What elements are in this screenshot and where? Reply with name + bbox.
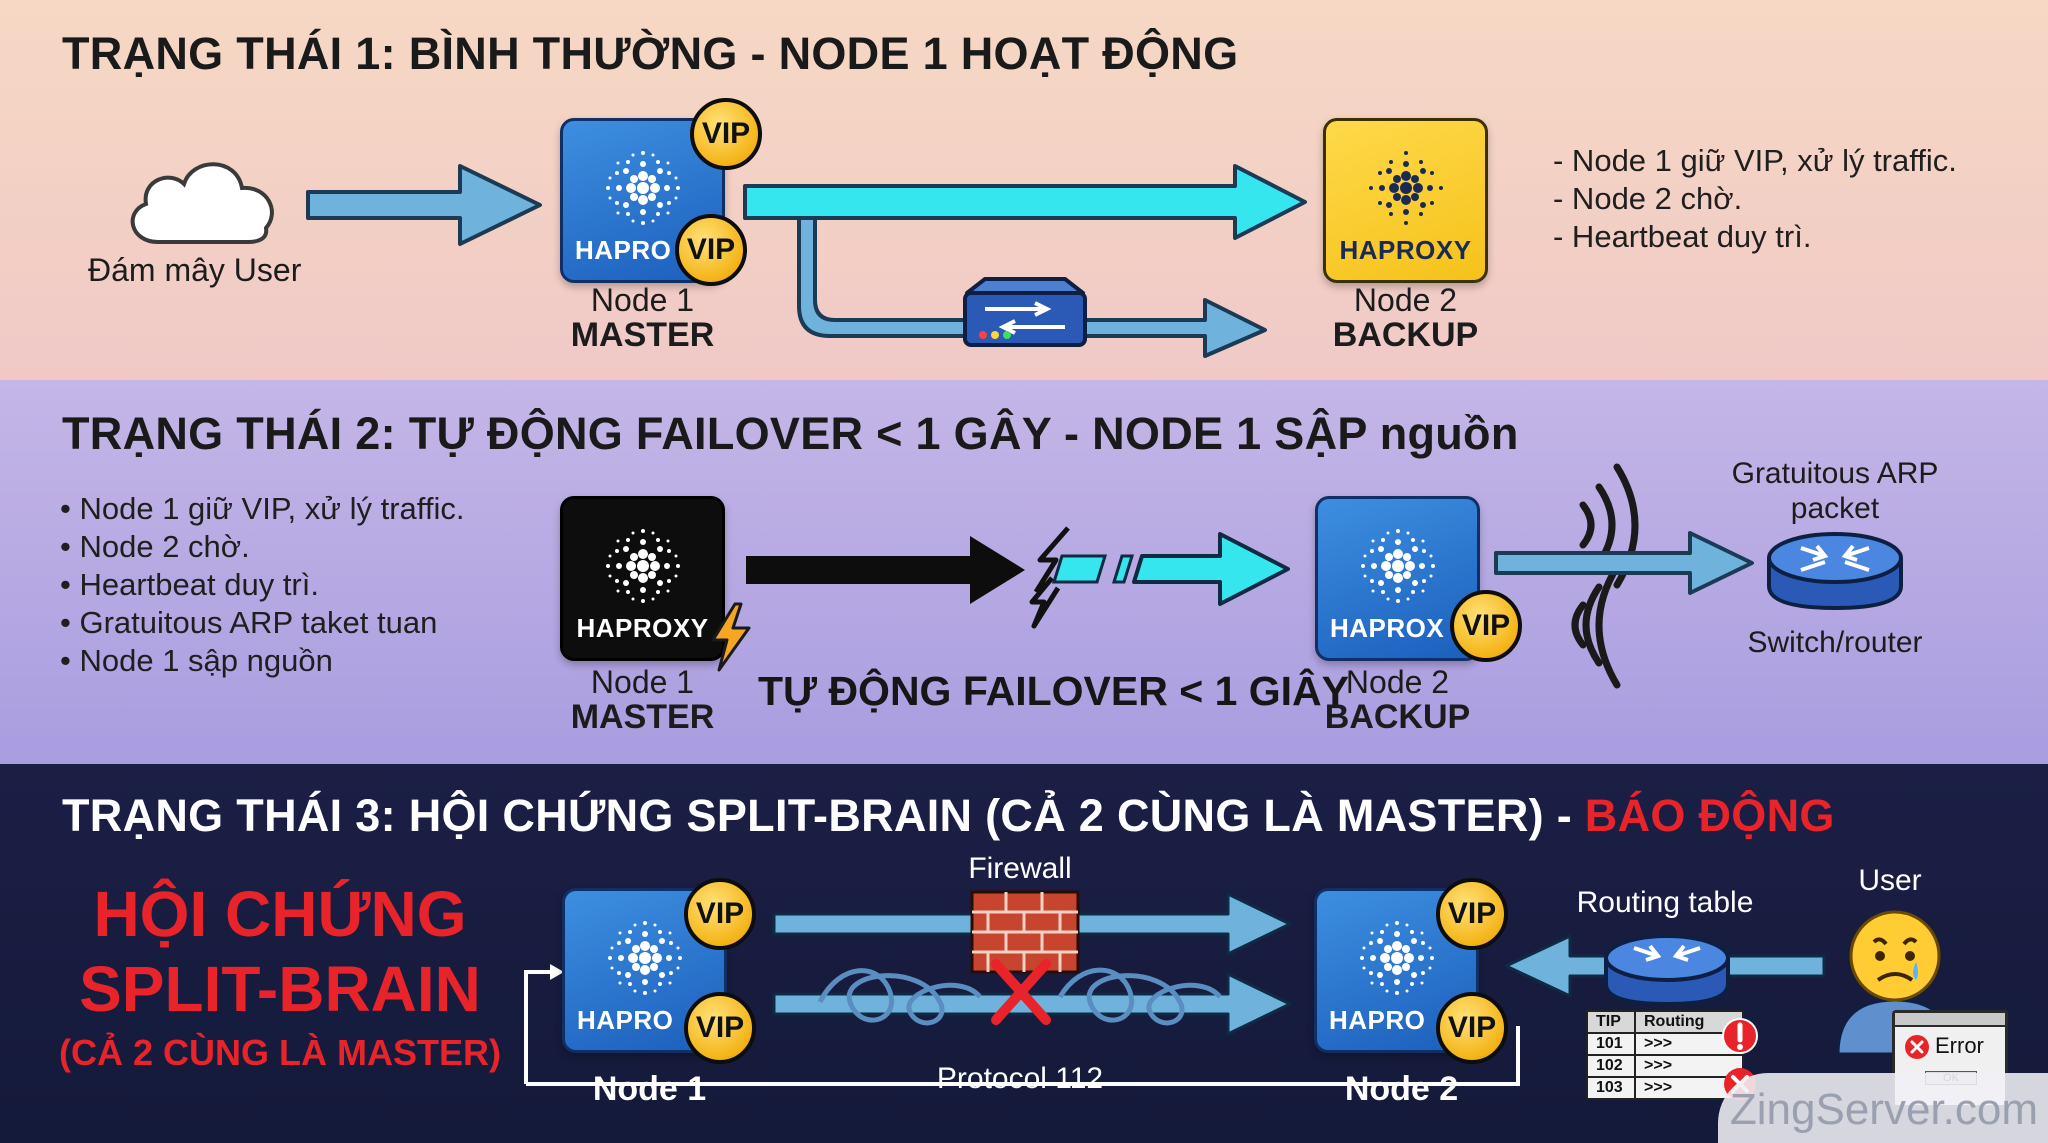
- watermark-text: ZingServer.com: [1729, 1085, 2038, 1134]
- warning-icon: [1722, 1018, 1758, 1054]
- panel-state-3: TRẠNG THÁI 3: HỘI CHỨNG SPLIT-BRAIN (CẢ …: [0, 764, 2048, 1143]
- note-item: - Node 1 giữ VIP, xử lý traffic.: [1553, 143, 1957, 178]
- haproxy-logo-icon: [1353, 521, 1443, 611]
- split-brain-line3: (CẢ 2 CÙNG LÀ MASTER): [59, 1032, 501, 1073]
- lightning-icon: [711, 602, 751, 672]
- bullet-item: • Gratuitous ARP taket tuan: [60, 605, 438, 640]
- node2-haproxy-backup: HAPROXY: [1323, 118, 1488, 283]
- panel1-notes: - Node 1 giữ VIP, xử lý traffic. - Node …: [1553, 142, 1957, 256]
- split-brain-line1: HỘI CHỨNG: [93, 878, 467, 950]
- traffic-arrows: [743, 164, 1307, 358]
- haproxy-logo-icon: [600, 913, 690, 1003]
- haproxy-logo-icon: [1352, 913, 1442, 1003]
- panel3-title-alarm: BÁO ĐỘNG: [1584, 790, 1835, 841]
- haproxy-logo-icon: [598, 521, 688, 611]
- firewall-icon: [970, 890, 1080, 974]
- split-brain-line2: SPLIT-BRAIN: [79, 953, 481, 1025]
- table-header: TIP: [1586, 1010, 1636, 1034]
- node2-name: Node 2: [1345, 664, 1450, 700]
- vip-badge-bottom: VIP: [1436, 992, 1508, 1064]
- vip-badge-top: VIP: [690, 98, 762, 170]
- vip-badge-bottom: VIP: [684, 992, 756, 1064]
- table-cell: 101: [1586, 1032, 1636, 1056]
- node1-role: MASTER: [570, 316, 715, 354]
- arp-packet-label: Gratuitous ARP packet: [1731, 457, 1939, 525]
- switch-router-label: Switch/router: [1747, 626, 1923, 659]
- error-title: Error: [1935, 1033, 1984, 1058]
- panel2-title: TRẠNG THÁI 2: TỰ ĐỘNG FAILOVER < 1 GÂY -…: [62, 408, 1519, 459]
- switch-device-icon: [963, 277, 1087, 347]
- routing-table: TIP Routing 101 >>> 102 >>> 103 >>>: [1586, 1010, 1744, 1100]
- haproxy-logo-icon: [598, 143, 688, 233]
- table-cell: 102: [1586, 1054, 1636, 1078]
- routing-table-label: Routing table: [1576, 886, 1754, 919]
- vip-badge: VIP: [1450, 590, 1522, 662]
- node2-logo-text: HAPROXY: [1339, 235, 1472, 265]
- node1-haproxy-down: HAPROXY: [560, 496, 725, 661]
- node2-logo-text: HAPROX: [1330, 613, 1445, 643]
- node2-logo-text: HAPRO: [1329, 1005, 1426, 1035]
- node1-master: HAPRO: [562, 888, 727, 1053]
- node1-logo-text: HAPRO: [577, 1005, 674, 1035]
- loop-connector: [524, 964, 1520, 1086]
- broken-heartbeat-arrow: [746, 526, 1290, 629]
- protocol-label: Protocol 112: [936, 1062, 1104, 1095]
- table-cell: 103: [1586, 1076, 1636, 1100]
- node1-logo-text: HAPRO: [575, 235, 672, 265]
- haproxy-logo-icon: [1361, 143, 1451, 233]
- arrow-node2-to-switch: [1494, 531, 1754, 595]
- bullet-item: • Node 2 chờ.: [60, 529, 250, 564]
- cloud-icon: [130, 162, 274, 244]
- cloud-label: Đám mây User: [88, 252, 302, 288]
- table-row: 102 >>>: [1586, 1054, 1744, 1078]
- vip-badge-top: VIP: [1436, 878, 1508, 950]
- node2-name: Node 2: [1344, 1070, 1459, 1108]
- panel-state-2: TRẠNG THÁI 2: TỰ ĐỘNG FAILOVER < 1 GÂY -…: [0, 380, 2048, 764]
- node1-logo-text: HAPROXY: [576, 613, 709, 643]
- router-icon: [1767, 532, 1903, 611]
- note-item: - Heartbeat duy trì.: [1553, 219, 1812, 254]
- panel1-title: TRẠNG THÁI 1: BÌNH THƯỜNG - NODE 1 HOẠT …: [62, 28, 1239, 79]
- node2-role: BACKUP: [1332, 316, 1479, 354]
- error-icon: [1905, 1035, 1929, 1059]
- node1-name: Node 1: [590, 664, 695, 700]
- table-row: 103 >>>: [1586, 1076, 1744, 1100]
- router-icon: [1604, 934, 1730, 1007]
- table-header: Routing: [1634, 1010, 1744, 1034]
- panel-state-1: TRẠNG THÁI 1: BÌNH THƯỜNG - NODE 1 HOẠT …: [0, 0, 2048, 380]
- bullet-item: • Heartbeat duy trì.: [60, 567, 319, 602]
- table-header-row: TIP Routing: [1586, 1010, 1744, 1034]
- watermark: ZingServer.com: [1718, 1073, 2048, 1143]
- node1-name: Node 1: [590, 282, 695, 318]
- vip-badge-top: VIP: [684, 878, 756, 950]
- arrow-user-to-node1: [306, 164, 542, 246]
- node2-name: Node 2: [1353, 282, 1458, 318]
- bullet-item: • Node 1 giữ VIP, xử lý traffic.: [60, 491, 465, 526]
- table-cell: >>>: [1634, 1054, 1744, 1078]
- panel3-title: TRẠNG THÁI 3: HỘI CHỨNG SPLIT-BRAIN (CẢ …: [62, 790, 1835, 842]
- bullet-item: • Node 1 sập nguồn: [60, 643, 333, 678]
- panel2-bullets: • Node 1 giữ VIP, xử lý traffic. • Node …: [60, 490, 464, 680]
- node2-role: BACKUP: [1324, 698, 1471, 736]
- vip-badge-bottom: VIP: [675, 214, 747, 286]
- node1-name: Node 1: [592, 1070, 707, 1108]
- user-label: User: [1858, 864, 1922, 897]
- node1-role: MASTER: [570, 698, 715, 736]
- panel3-title-main: TRẠNG THÁI 3: HỘI CHỨNG SPLIT-BRAIN (CẢ …: [62, 790, 1585, 841]
- note-item: - Node 2 chờ.: [1553, 181, 1743, 216]
- tangled-cable-icon: [817, 959, 1222, 1026]
- firewall-label: Firewall: [968, 852, 1072, 885]
- failover-label: TỰ ĐỘNG FAILOVER < 1 GIÂY: [758, 668, 1350, 714]
